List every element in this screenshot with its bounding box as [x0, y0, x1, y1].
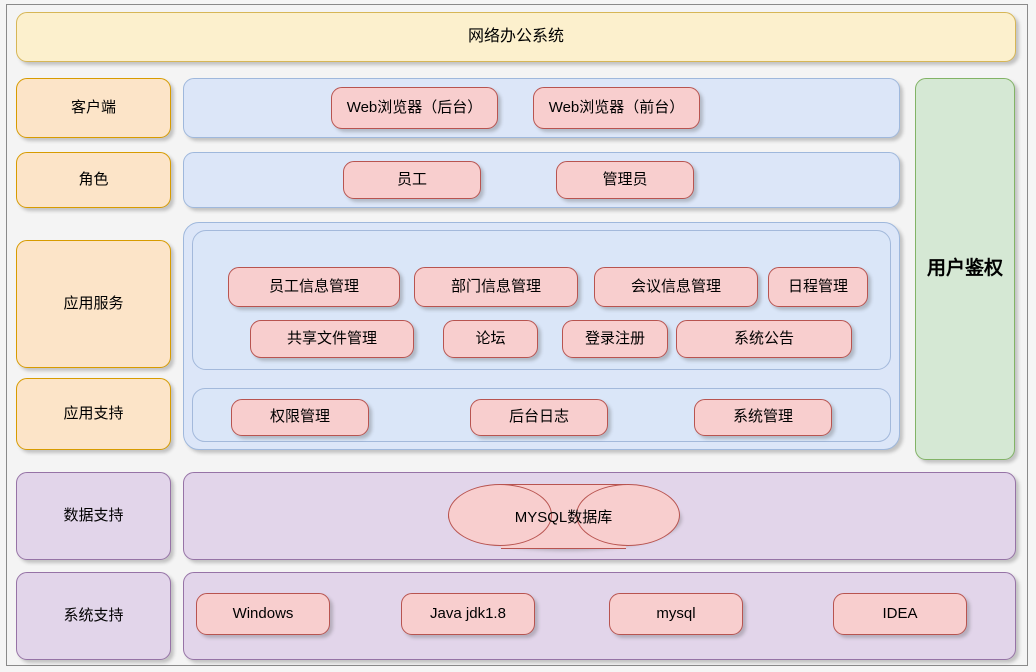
node-windows[interactable]: Windows	[196, 593, 330, 635]
node-forum[interactable]: 论坛	[443, 320, 538, 358]
layer-label-text: 系统支持	[63, 606, 124, 624]
layer-label-text: 角色	[78, 170, 109, 188]
node-permission-management[interactable]: 权限管理	[231, 399, 369, 436]
node-web-browser-backend[interactable]: Web浏览器（后台）	[331, 87, 498, 129]
node-label: 论坛	[475, 329, 506, 347]
layer-label-role: 角色	[16, 152, 171, 208]
node-idea[interactable]: IDEA	[833, 593, 967, 635]
layer-label-app-support: 应用支持	[16, 378, 171, 450]
layer-label-text: 数据支持	[63, 506, 124, 524]
node-employee-info-management[interactable]: 员工信息管理	[228, 267, 400, 307]
layer-label-system-support: 系统支持	[16, 572, 171, 660]
node-label: 会议信息管理	[630, 277, 721, 295]
cylinder-cap-right	[575, 483, 680, 546]
node-meeting-info-management[interactable]: 会议信息管理	[594, 267, 758, 307]
layer-label-text: 应用支持	[63, 404, 124, 422]
layer-label-text: 客户端	[70, 98, 116, 116]
node-system-management[interactable]: 系统管理	[694, 399, 832, 436]
node-role-employee[interactable]: 员工	[343, 161, 481, 199]
node-label: Web浏览器（前台）	[548, 98, 685, 116]
layer-label-client: 客户端	[16, 78, 171, 138]
node-label: Java jdk1.8	[430, 604, 506, 622]
cylinder-cap-left	[447, 483, 552, 546]
node-department-info-management[interactable]: 部门信息管理	[414, 267, 578, 307]
auth-panel-label: 用户鉴权	[926, 258, 1003, 280]
node-label: MYSQL数据库	[514, 508, 613, 526]
node-java-jdk[interactable]: Java jdk1.8	[401, 593, 535, 635]
node-label: 日程管理	[787, 277, 848, 295]
node-label: Windows	[232, 604, 294, 622]
node-label: 登录注册	[584, 329, 645, 347]
node-label: 后台日志	[508, 408, 569, 426]
node-label: 管理员	[602, 170, 648, 188]
auth-panel: 用户鉴权	[915, 78, 1015, 460]
node-web-browser-frontend[interactable]: Web浏览器（前台）	[533, 87, 700, 129]
node-label: 系统公告	[733, 329, 794, 347]
node-mysql-database[interactable]: MYSQL数据库	[447, 483, 680, 549]
node-label: 部门信息管理	[450, 277, 541, 295]
layer-label-app-service: 应用服务	[16, 240, 171, 368]
node-backend-log[interactable]: 后台日志	[470, 399, 608, 436]
node-label: 员工信息管理	[268, 277, 359, 295]
node-label: 共享文件管理	[286, 329, 377, 347]
node-mysql[interactable]: mysql	[609, 593, 743, 635]
node-label: 系统管理	[732, 408, 793, 426]
role-container	[183, 152, 900, 208]
node-label: 权限管理	[269, 408, 330, 426]
node-label: Web浏览器（后台）	[346, 98, 483, 116]
layer-label-data-support: 数据支持	[16, 472, 171, 560]
node-system-announcement[interactable]: 系统公告	[676, 320, 852, 358]
diagram-title: 网络办公系统	[467, 28, 564, 45]
node-role-admin[interactable]: 管理员	[556, 161, 694, 199]
diagram-title-box: 网络办公系统	[16, 12, 1016, 62]
node-label: 员工	[396, 170, 427, 188]
node-login-register[interactable]: 登录注册	[562, 320, 668, 358]
node-label: mysql	[656, 604, 696, 622]
node-label: IDEA	[882, 604, 918, 622]
node-schedule-management[interactable]: 日程管理	[768, 267, 868, 307]
node-shared-file-management[interactable]: 共享文件管理	[250, 320, 414, 358]
layer-label-text: 应用服务	[63, 294, 124, 312]
